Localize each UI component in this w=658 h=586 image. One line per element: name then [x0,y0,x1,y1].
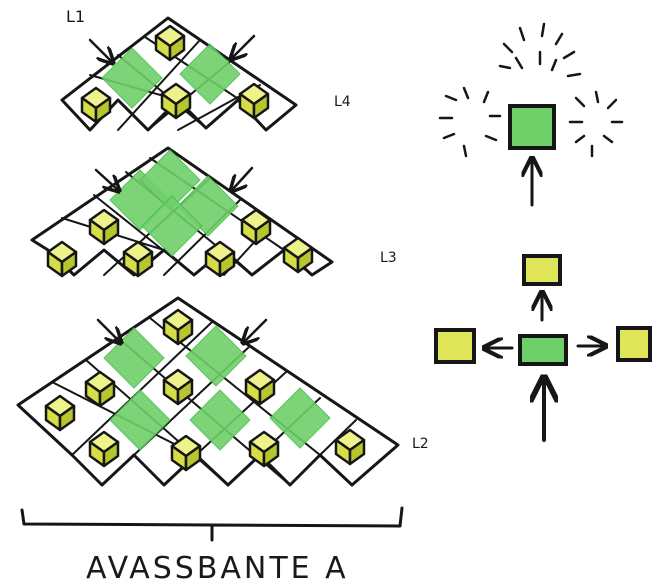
level-top-stack: L1 [62,7,296,130]
green-square-icon [270,388,330,448]
green-square-icon [510,106,554,148]
cube-icon [172,436,200,470]
cube-icon [206,242,234,276]
cube-icon [90,210,118,244]
caption: AVASSBANTE A [86,551,349,586]
arrow-icon [244,320,266,342]
cube-icon [164,310,192,344]
level-mid-stack [32,148,332,276]
arrow-icon [96,170,118,190]
cube-icon [156,26,184,60]
cube-icon [240,84,268,118]
corner-mark: L1 [66,7,85,26]
level-label-bottom: L2 [412,436,429,452]
cube-icon [90,432,118,466]
cube-icon [284,238,312,272]
green-square-icon [520,336,566,364]
cube-icon [82,88,110,122]
green-square-icon [186,326,246,386]
level-bottom-stack [18,298,398,485]
diagram-spreading [436,256,650,440]
bracket [22,508,402,540]
cube-icon [46,396,74,430]
cube-icon [524,256,560,284]
level-label-mid: L3 [380,250,397,266]
arrow-icon [232,36,254,58]
diagram-radiating [440,24,622,205]
cube-icon [436,330,474,362]
arrow-icon [98,320,120,342]
green-square-icon [104,328,164,388]
arrow-icon [232,168,252,190]
green-square-icon [110,390,170,450]
arrow-icon [90,40,112,62]
green-square-icon [190,390,250,450]
cube-icon [618,328,650,360]
level-label-top: L4 [334,94,351,110]
